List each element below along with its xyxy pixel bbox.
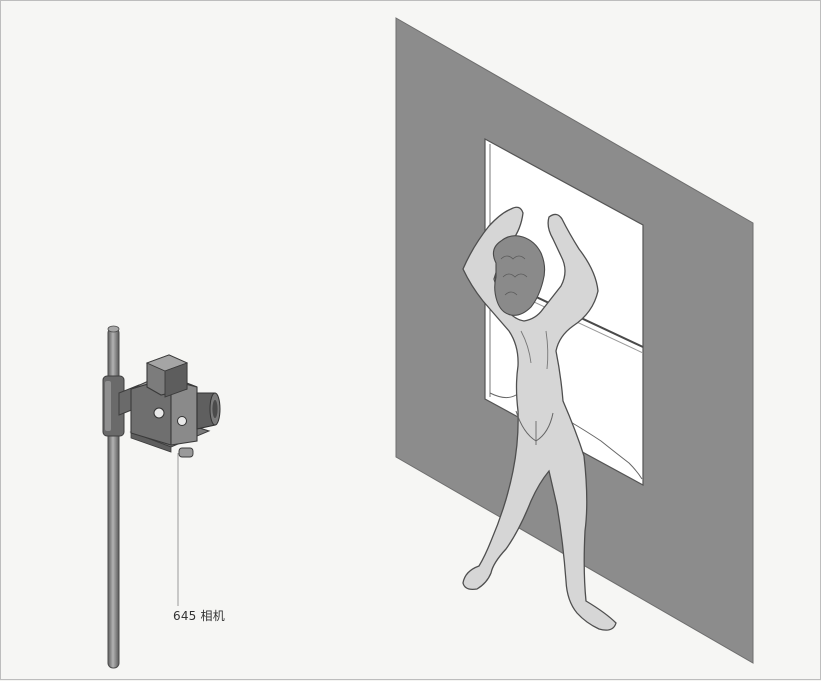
camera-label: 645 相机	[173, 607, 225, 624]
camera-645	[131, 355, 220, 457]
camera-stand	[103, 326, 139, 668]
